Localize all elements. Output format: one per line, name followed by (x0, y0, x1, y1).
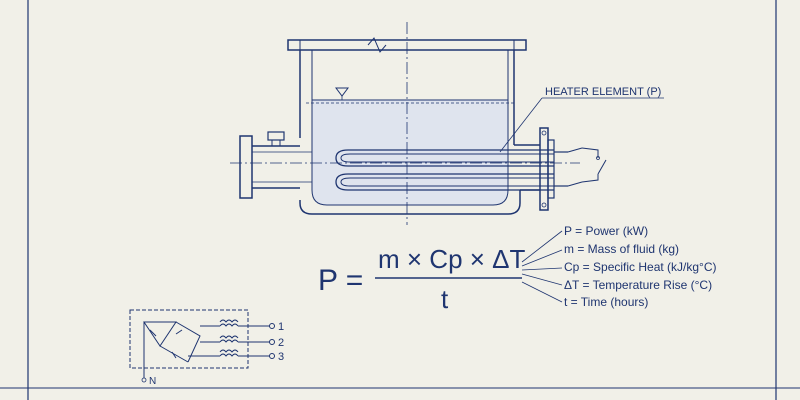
wiring-diagram (129, 309, 275, 383)
neutral-label: N (149, 376, 156, 387)
legend-item: Cp = Specific Heat (kJ/kg°C) (564, 260, 717, 274)
legend-item: m = Mass of fluid (kg) (564, 242, 679, 256)
legend-leaders (521, 230, 563, 303)
formula-numerator: m × Cp × ΔT (378, 244, 526, 274)
power-formula: P = m × Cp × ΔT t (318, 244, 526, 314)
terminal-label-1: 1 (278, 321, 284, 333)
terminal-label-2: 2 (278, 337, 284, 349)
terminal-label-3: 3 (278, 351, 284, 363)
legend-item: P = Power (kW) (564, 224, 648, 238)
liquid-fill (312, 100, 508, 205)
formula-denominator: t (441, 284, 449, 314)
legend-item: ΔT = Temperature Rise (°C) (564, 278, 712, 292)
legend-item: t = Time (hours) (564, 295, 648, 309)
heater-tank-drawing (230, 22, 664, 225)
formula-lhs: P = (318, 264, 363, 297)
variable-legend: P = Power (kW) m = Mass of fluid (kg) Cp… (564, 224, 717, 309)
heater-element-label: HEATER ELEMENT (P) (545, 86, 661, 98)
